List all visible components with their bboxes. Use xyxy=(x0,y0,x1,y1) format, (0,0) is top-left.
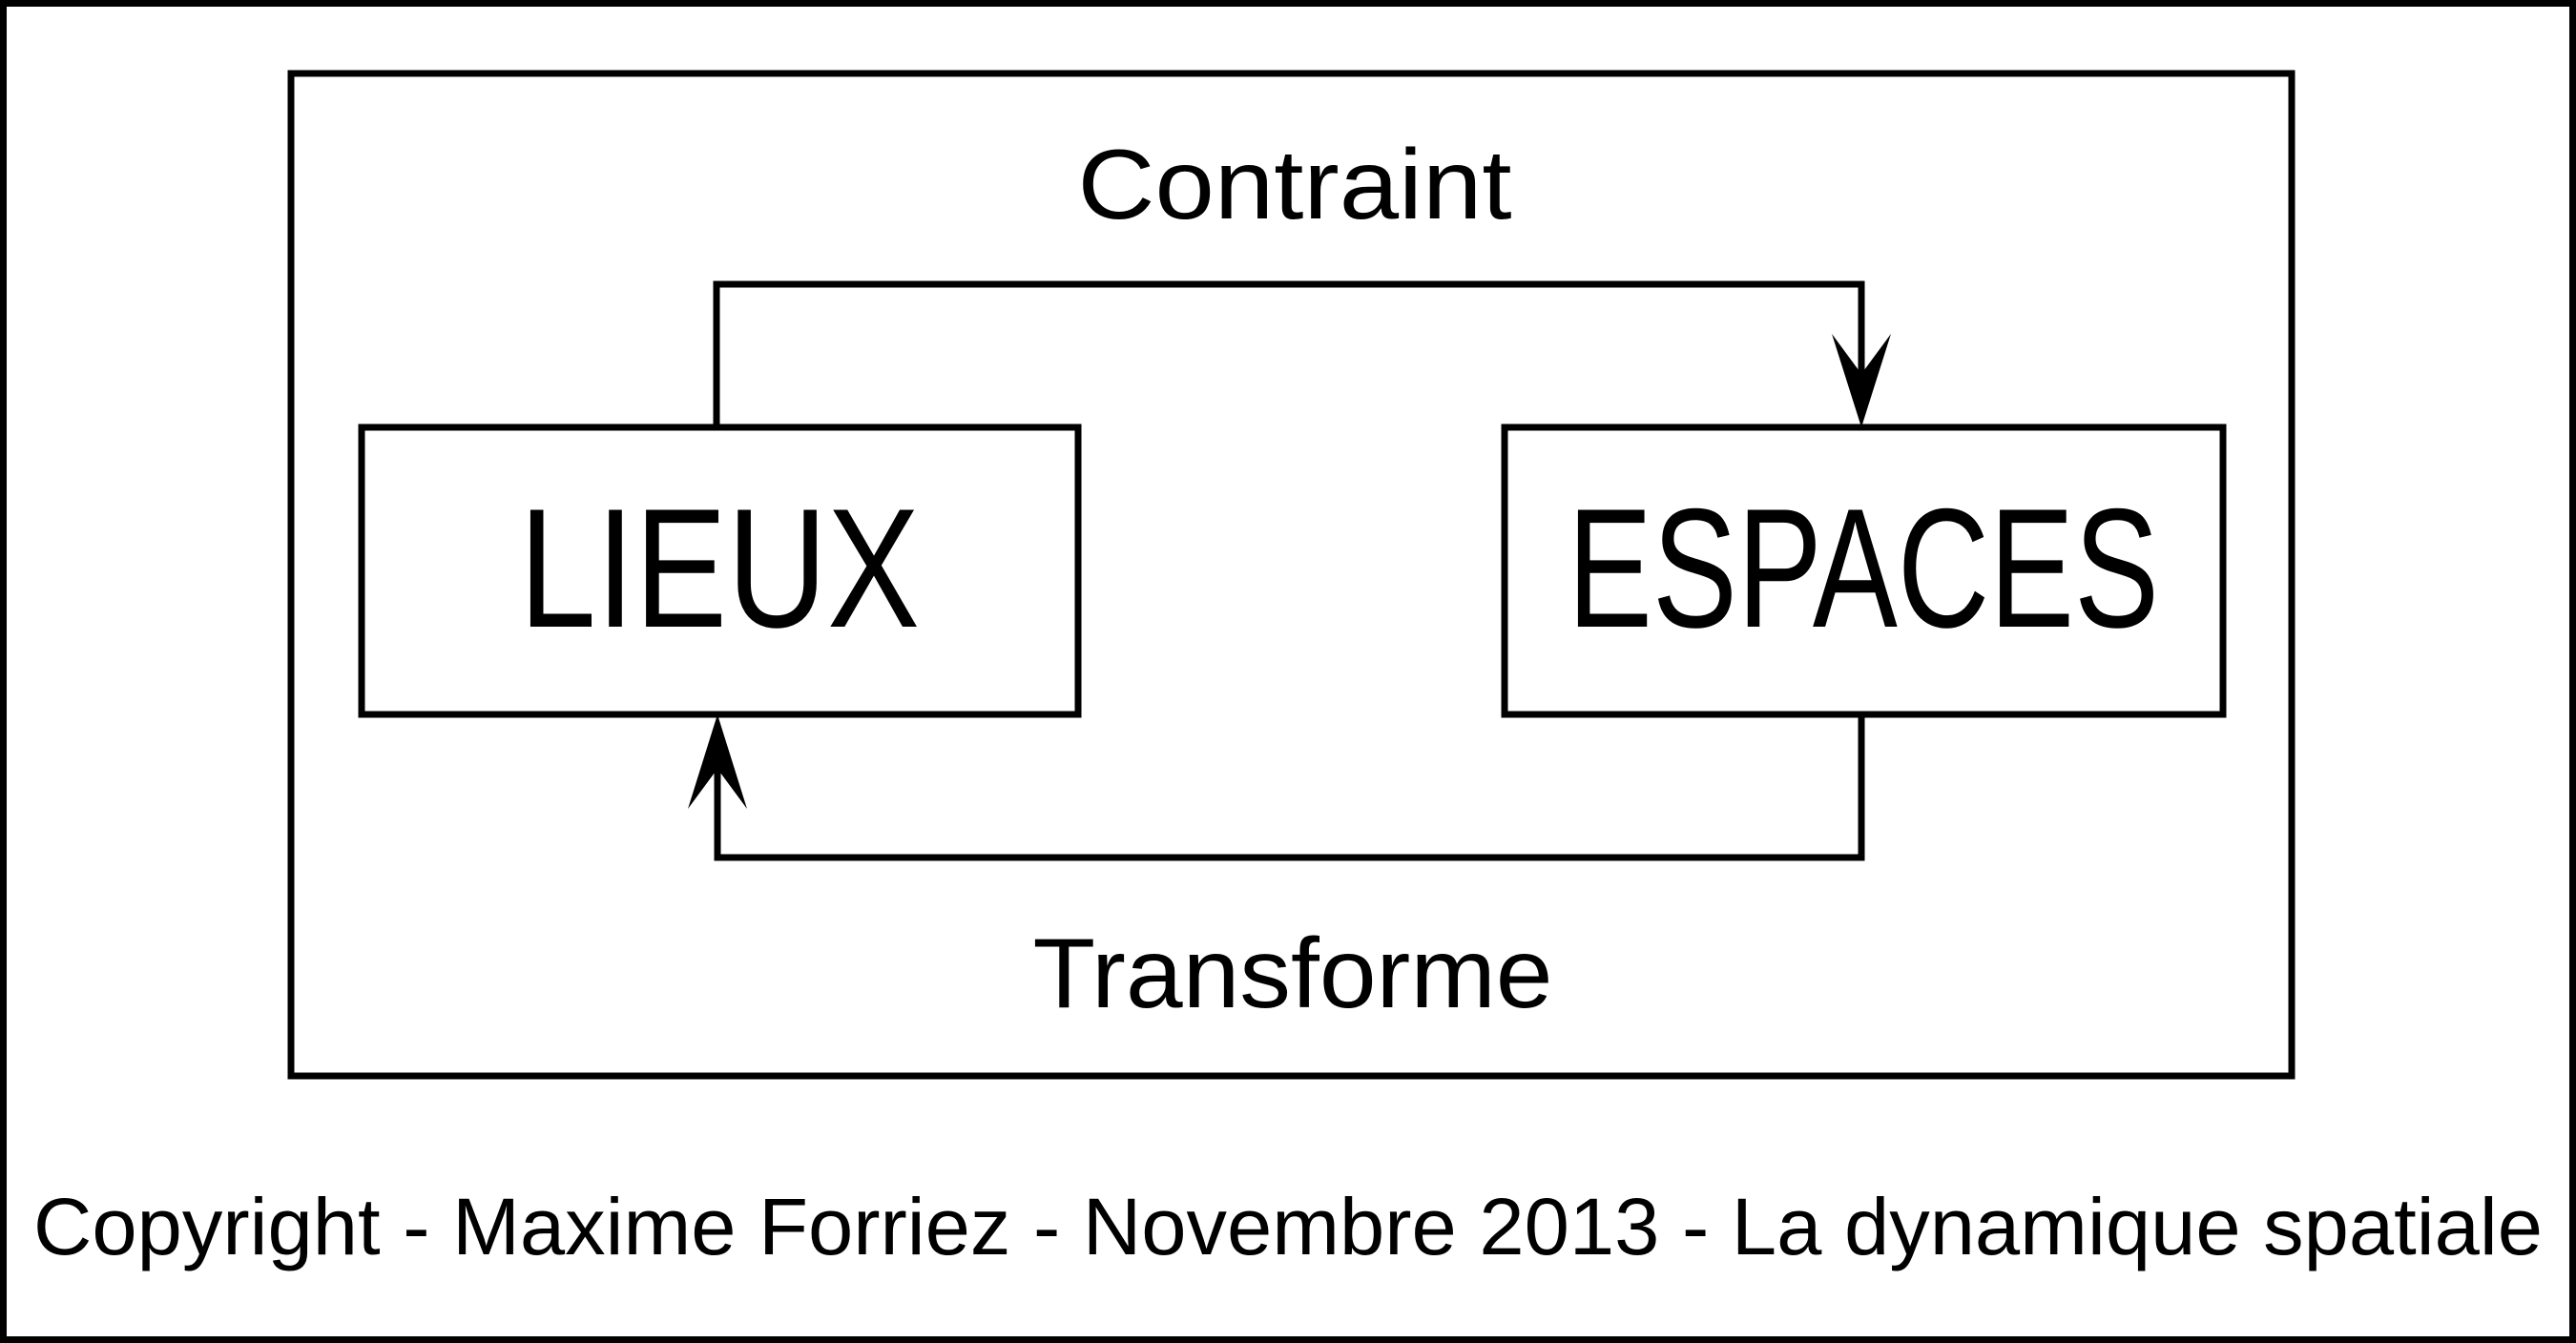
node-lieux-label: LIEUX xyxy=(519,473,920,663)
arrowhead-up-icon xyxy=(688,714,747,809)
edge-transforme-label: Transforme xyxy=(1033,919,1553,1029)
inner-frame xyxy=(287,70,2296,1080)
edge-contraint-line xyxy=(713,280,1865,427)
edge-transforme-line xyxy=(714,714,1865,861)
node-espaces-label: ESPACES xyxy=(1568,473,2159,663)
arrowhead-down-icon xyxy=(1832,334,1891,427)
footer-copyright: Copyright - Maxime Forriez - Novembre 20… xyxy=(33,1182,2543,1271)
edge-contraint-label: Contraint xyxy=(1078,130,1512,240)
